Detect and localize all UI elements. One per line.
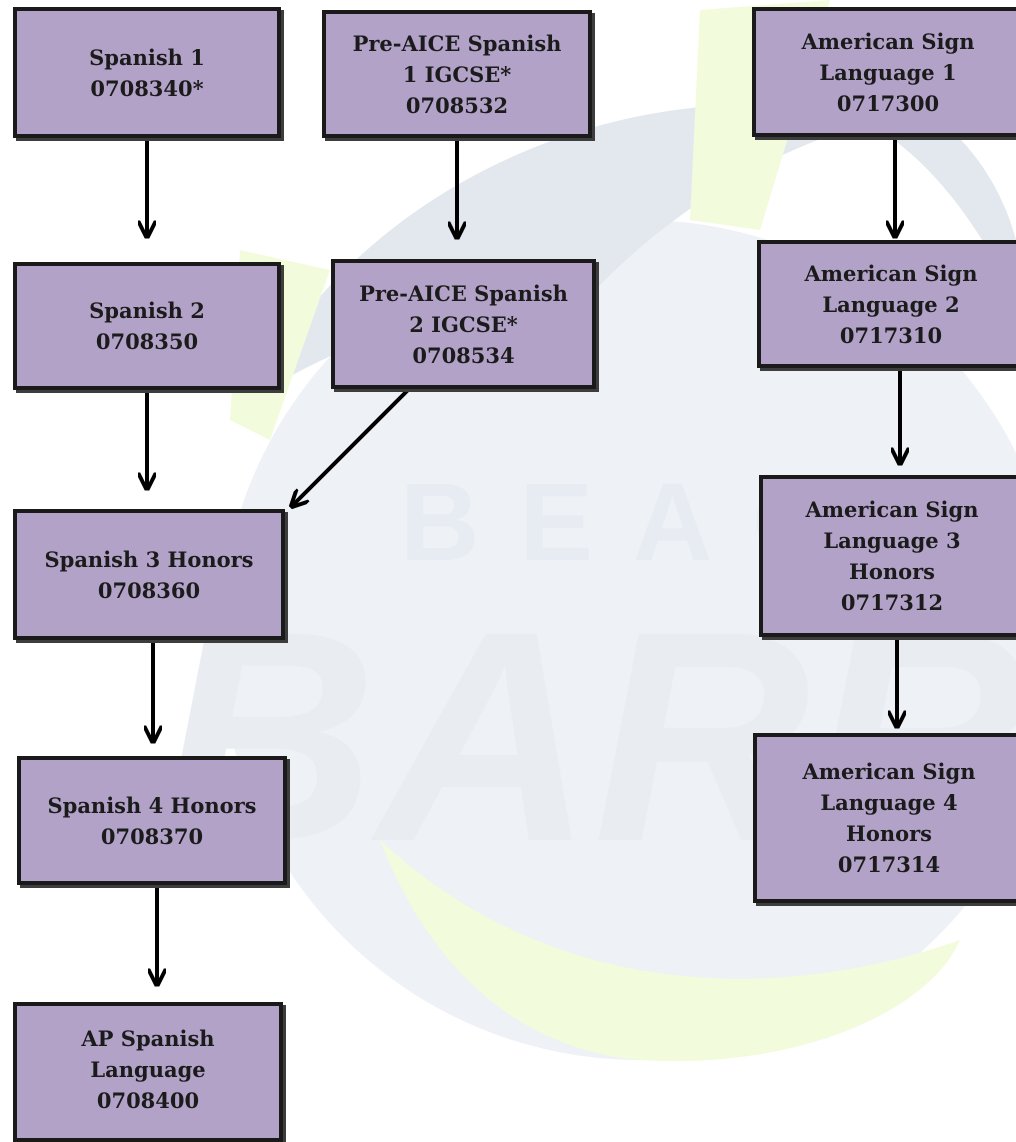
course-title-line-2: Language [90, 1056, 206, 1082]
course-title-line-2: 2 IGCSE* [409, 311, 518, 337]
course-box-asl-3-honors: American Sign Language 3 Honors 0717312 [759, 475, 1016, 637]
course-box-spanish-1: Spanish 1 0708340* [13, 7, 281, 138]
course-code: 0708340* [90, 75, 204, 101]
arrow-p2-to-s3 [293, 388, 410, 505]
course-code: 0708370 [100, 823, 204, 849]
course-code: 0717300 [836, 90, 940, 116]
course-title-line-2: Language 1 [819, 59, 957, 85]
course-code: 0708400 [96, 1087, 200, 1113]
watermark-green-swoosh [380, 840, 960, 1062]
course-code: 0717312 [840, 590, 944, 615]
course-code: 0708532 [405, 92, 509, 118]
course-title: AP Spanish [81, 1025, 215, 1051]
course-title: Spanish 4 Honors [47, 792, 257, 818]
course-code: 0708360 [97, 577, 201, 603]
course-box-pre-aice-spanish-1: Pre-AICE Spanish 1 IGCSE* 0708532 [322, 10, 592, 138]
course-level: Honors [848, 559, 935, 584]
course-code: 0717314 [837, 852, 941, 877]
course-title-line-2: Language 4 [820, 790, 958, 815]
course-title: Pre-AICE Spanish [359, 280, 568, 306]
course-code: 0717310 [839, 322, 943, 348]
course-box-spanish-3-honors: Spanish 3 Honors 0708360 [13, 509, 285, 640]
course-box-ap-spanish-language: AP Spanish Language 0708400 [13, 1002, 283, 1142]
course-title: American Sign [801, 28, 975, 54]
course-title: Pre-AICE Spanish [352, 30, 562, 56]
course-title: Spanish 3 Honors [44, 546, 254, 572]
course-title: American Sign [805, 497, 979, 522]
course-title-line-2: 1 IGCSE* [402, 61, 512, 87]
course-title: Spanish 2 [89, 298, 205, 323]
course-box-asl-2: American Sign Language 2 0717310 [757, 240, 1016, 368]
course-code: 0708534 [412, 342, 515, 368]
course-title-line-2: Language 2 [822, 291, 960, 317]
course-title-line-2: Language 3 [823, 528, 961, 553]
course-title: American Sign [802, 759, 976, 784]
course-level: Honors [845, 821, 932, 846]
course-title: American Sign [804, 260, 978, 286]
course-title: Spanish 1 [89, 44, 205, 70]
course-box-spanish-2: Spanish 2 0708350 [13, 262, 281, 390]
course-box-asl-1: American Sign Language 1 0717300 [752, 7, 1016, 137]
course-box-pre-aice-spanish-2: Pre-AICE Spanish 2 IGCSE* 0708534 [331, 259, 596, 389]
course-code: 0708350 [95, 329, 199, 354]
course-box-asl-4-honors: American Sign Language 4 Honors 0717314 [753, 733, 1016, 903]
course-box-spanish-4-honors: Spanish 4 Honors 0708370 [17, 756, 287, 885]
